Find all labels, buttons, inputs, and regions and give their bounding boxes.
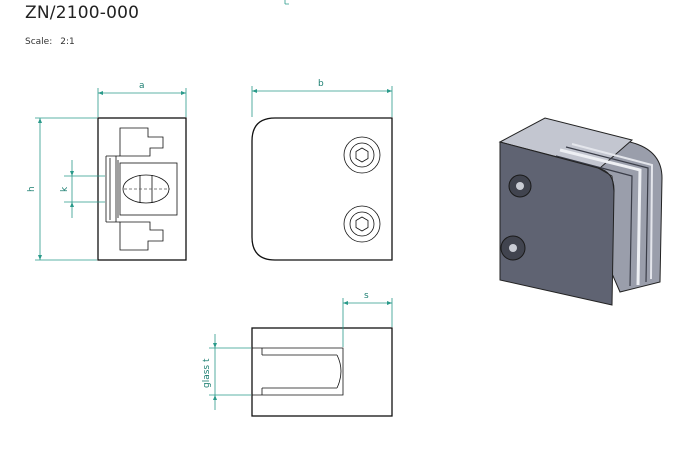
dimension-b: b: [251, 79, 393, 117]
slot-ends: [106, 155, 120, 223]
top-view: [251, 327, 393, 417]
slot-edge: [105, 156, 111, 222]
dimension-glass-t-label: glass t: [202, 358, 212, 388]
dimension-s-label: s: [364, 291, 369, 301]
dimension-s: s: [342, 291, 393, 347]
center-block: [119, 162, 178, 216]
lower-screw-head: [343, 205, 381, 243]
dimension-a-label: a: [139, 81, 145, 91]
upper-screw-hex: [355, 147, 369, 163]
dimension-h-label: h: [27, 186, 37, 192]
frame-tick: [284, 0, 289, 5]
lower-jaw: [119, 221, 164, 251]
dimension-k: k: [60, 160, 105, 218]
lower-screw-hex: [355, 216, 369, 232]
scale-line: Scale: 2:1: [25, 37, 75, 47]
insert-lines: [115, 156, 119, 222]
front-view-outline: [97, 117, 187, 261]
upper-screw-head: [343, 136, 381, 174]
dimension-a: a: [97, 81, 187, 117]
drawing-title: ZN/2100-000: [25, 3, 140, 23]
front-view: [97, 117, 187, 261]
dimension-h: h: [27, 117, 97, 261]
dimension-b-label: b: [318, 79, 324, 89]
side-view-outline: [251, 117, 393, 261]
clamp-3d-render: [498, 117, 663, 306]
top-view-outline: [251, 327, 393, 417]
scale-value: 2:1: [60, 37, 75, 47]
side-view: [251, 117, 393, 261]
slot-curve: [336, 354, 342, 389]
scale-label: Scale:: [25, 37, 53, 47]
dimension-k-label: k: [60, 186, 70, 192]
rubber-insert: [261, 348, 337, 395]
glass-slot: [252, 347, 344, 396]
upper-jaw: [119, 127, 164, 157]
dimension-glass-t: glass t: [202, 334, 251, 410]
